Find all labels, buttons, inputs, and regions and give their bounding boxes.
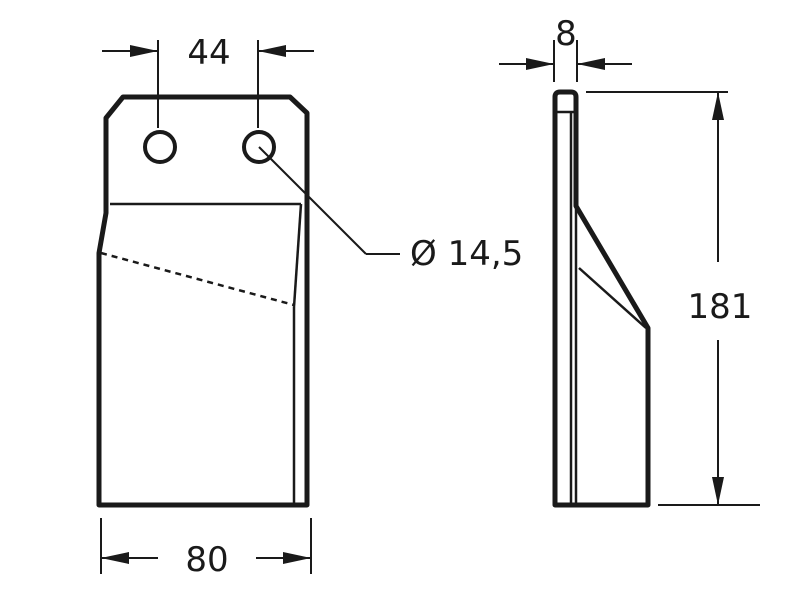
dimension-height: 181	[586, 91, 760, 506]
dimension-width: 80	[100, 518, 312, 580]
arrowhead-down-pointing	[712, 477, 724, 505]
dimension-label-80: 80	[185, 540, 228, 580]
arrowhead-right-pointing	[130, 45, 158, 57]
arrowhead-left-pointing	[258, 45, 286, 57]
dimension-label-44: 44	[187, 33, 230, 73]
dimension-label-diameter: Ø 14,5	[410, 234, 523, 274]
hidden-edge-line	[100, 251, 295, 307]
side-view	[552, 89, 651, 508]
bevel-inner-line	[578, 267, 647, 329]
dimension-hole-spacing: 44	[102, 33, 314, 128]
arrowhead-right-pointing	[283, 552, 311, 564]
arrowhead-left-pointing	[577, 58, 605, 70]
dimension-label-181: 181	[688, 287, 753, 327]
mounting-hole-left	[143, 130, 177, 164]
arrowhead-up-pointing	[712, 92, 724, 120]
dimension-thickness: 8	[499, 14, 632, 82]
arrowhead-right-pointing	[526, 58, 554, 70]
front-view-outline	[96, 94, 310, 508]
dimension-label-8: 8	[555, 14, 577, 54]
leader-line	[258, 146, 367, 255]
bevel-edge-line	[292, 203, 303, 308]
arrowhead-left-pointing	[101, 552, 129, 564]
dimension-hole-diameter: Ø 14,5	[258, 146, 523, 274]
front-view	[96, 94, 310, 508]
side-view-outline	[552, 89, 651, 508]
